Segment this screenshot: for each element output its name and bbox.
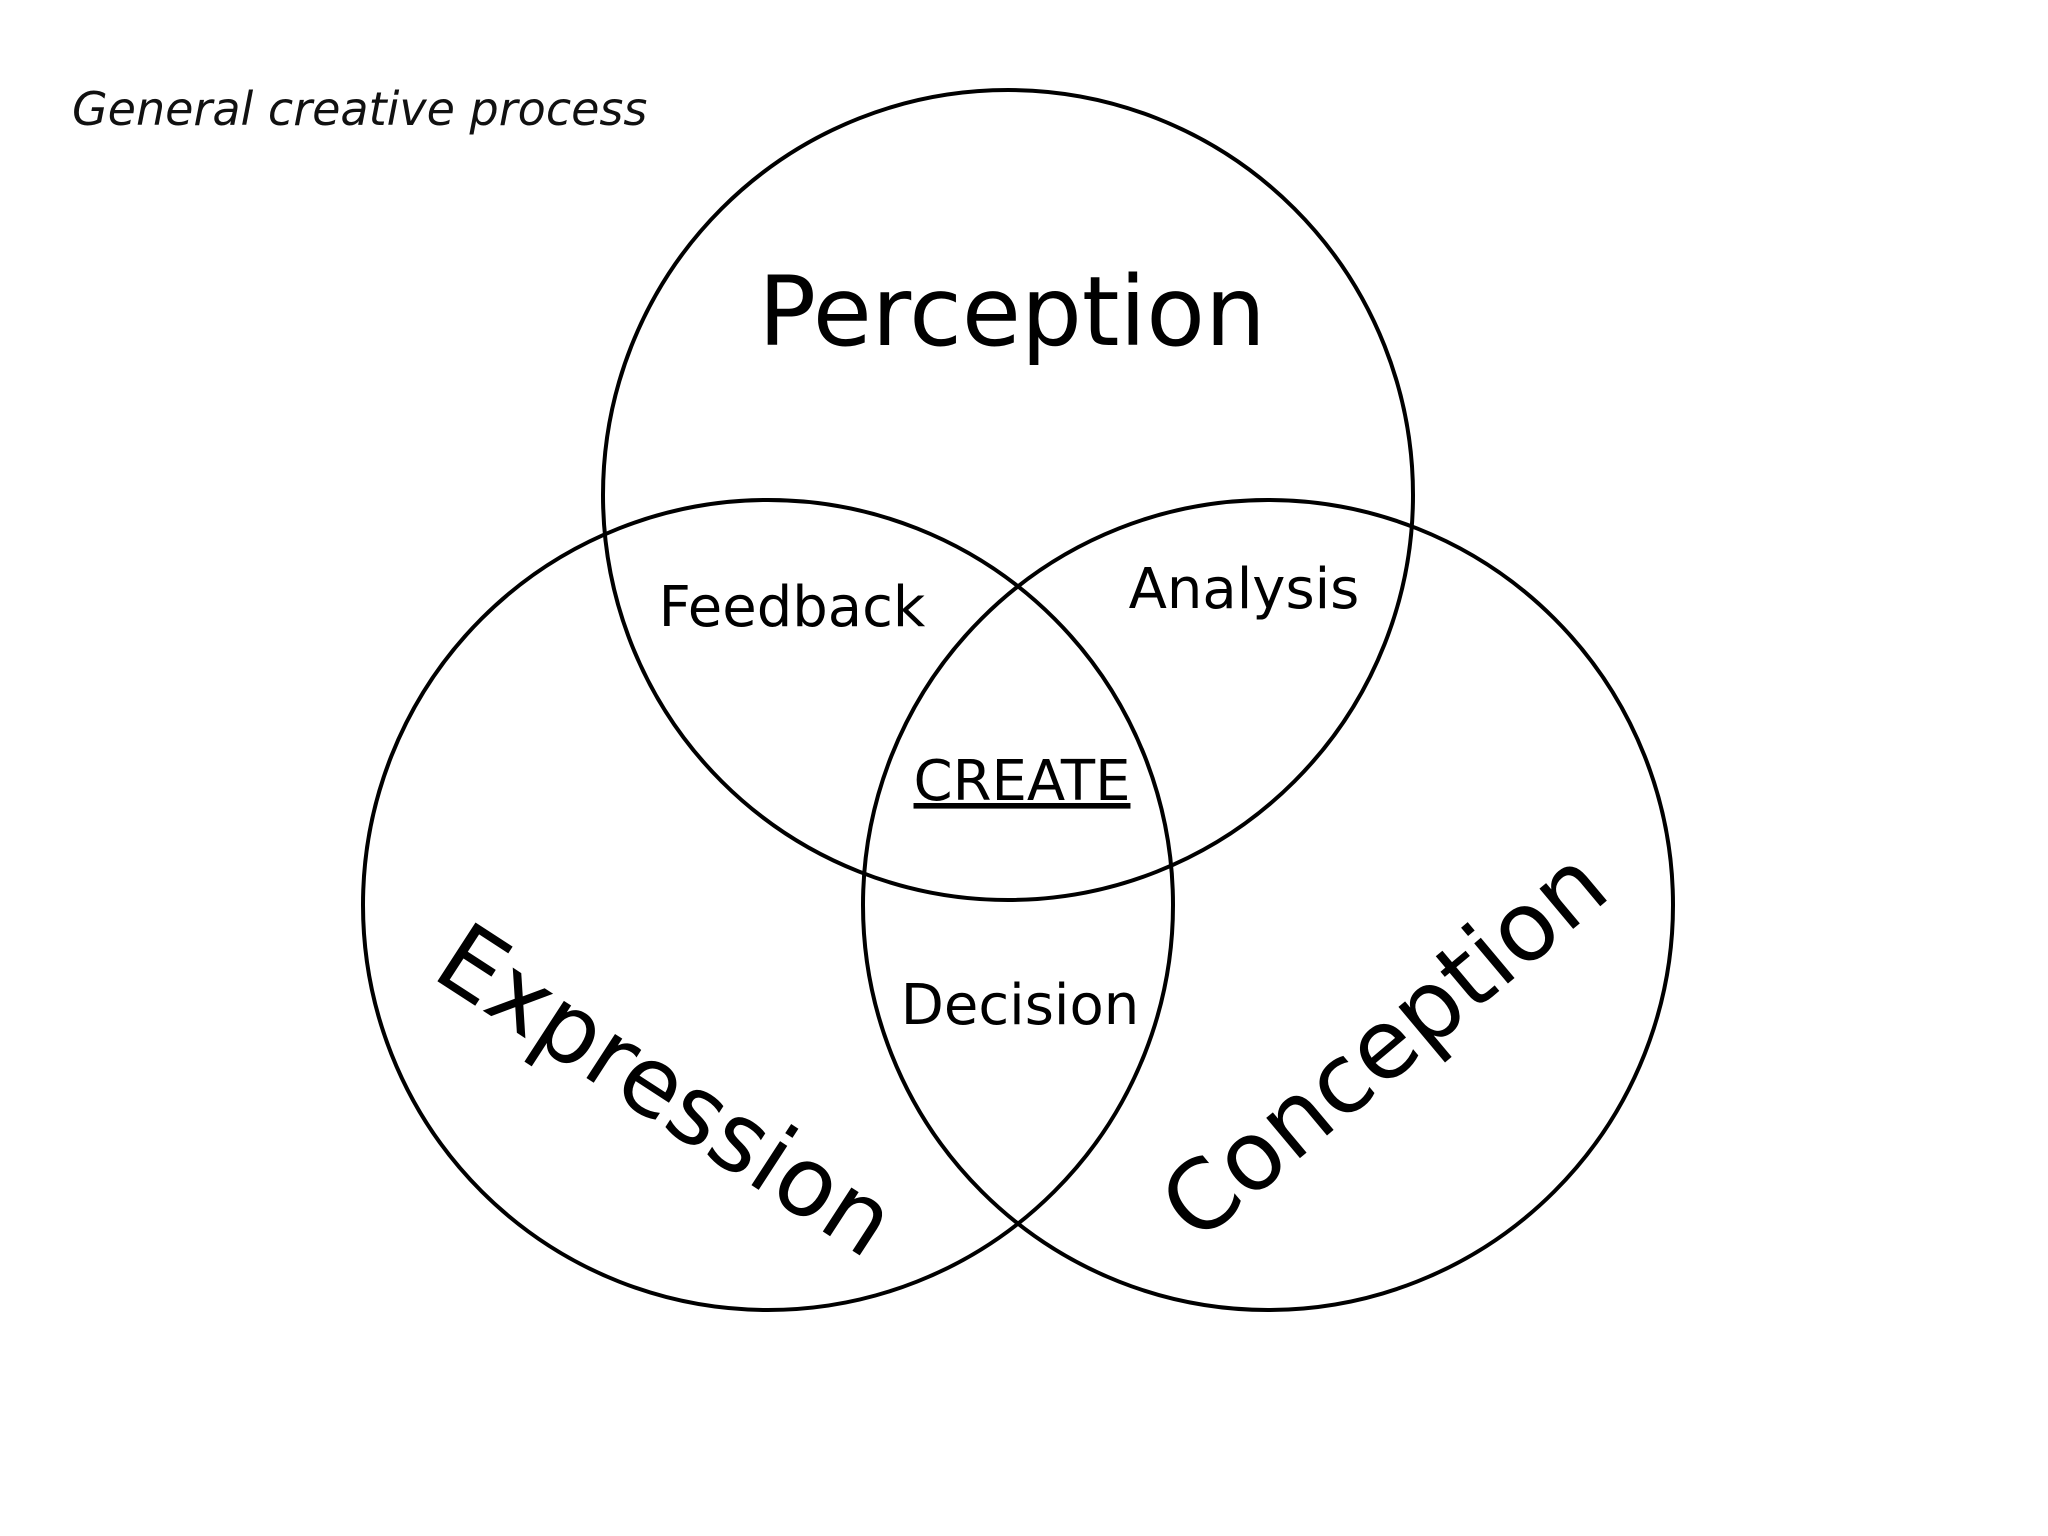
intersection-label-feedback: Feedback [659,575,926,640]
set-label-expression: Expression [417,901,915,1279]
create-link[interactable]: CREATE [914,749,1131,814]
circle-perception [601,88,1415,902]
intersection-label-decision: Decision [901,973,1139,1038]
circle-expression [361,498,1175,1312]
diagram-subtitle: General creative process [72,82,648,136]
set-label-perception: Perception [758,256,1266,368]
set-label-conception: Conception [1140,827,1628,1262]
intersection-label-analysis: Analysis [1129,557,1360,622]
circle-conception [861,498,1675,1312]
